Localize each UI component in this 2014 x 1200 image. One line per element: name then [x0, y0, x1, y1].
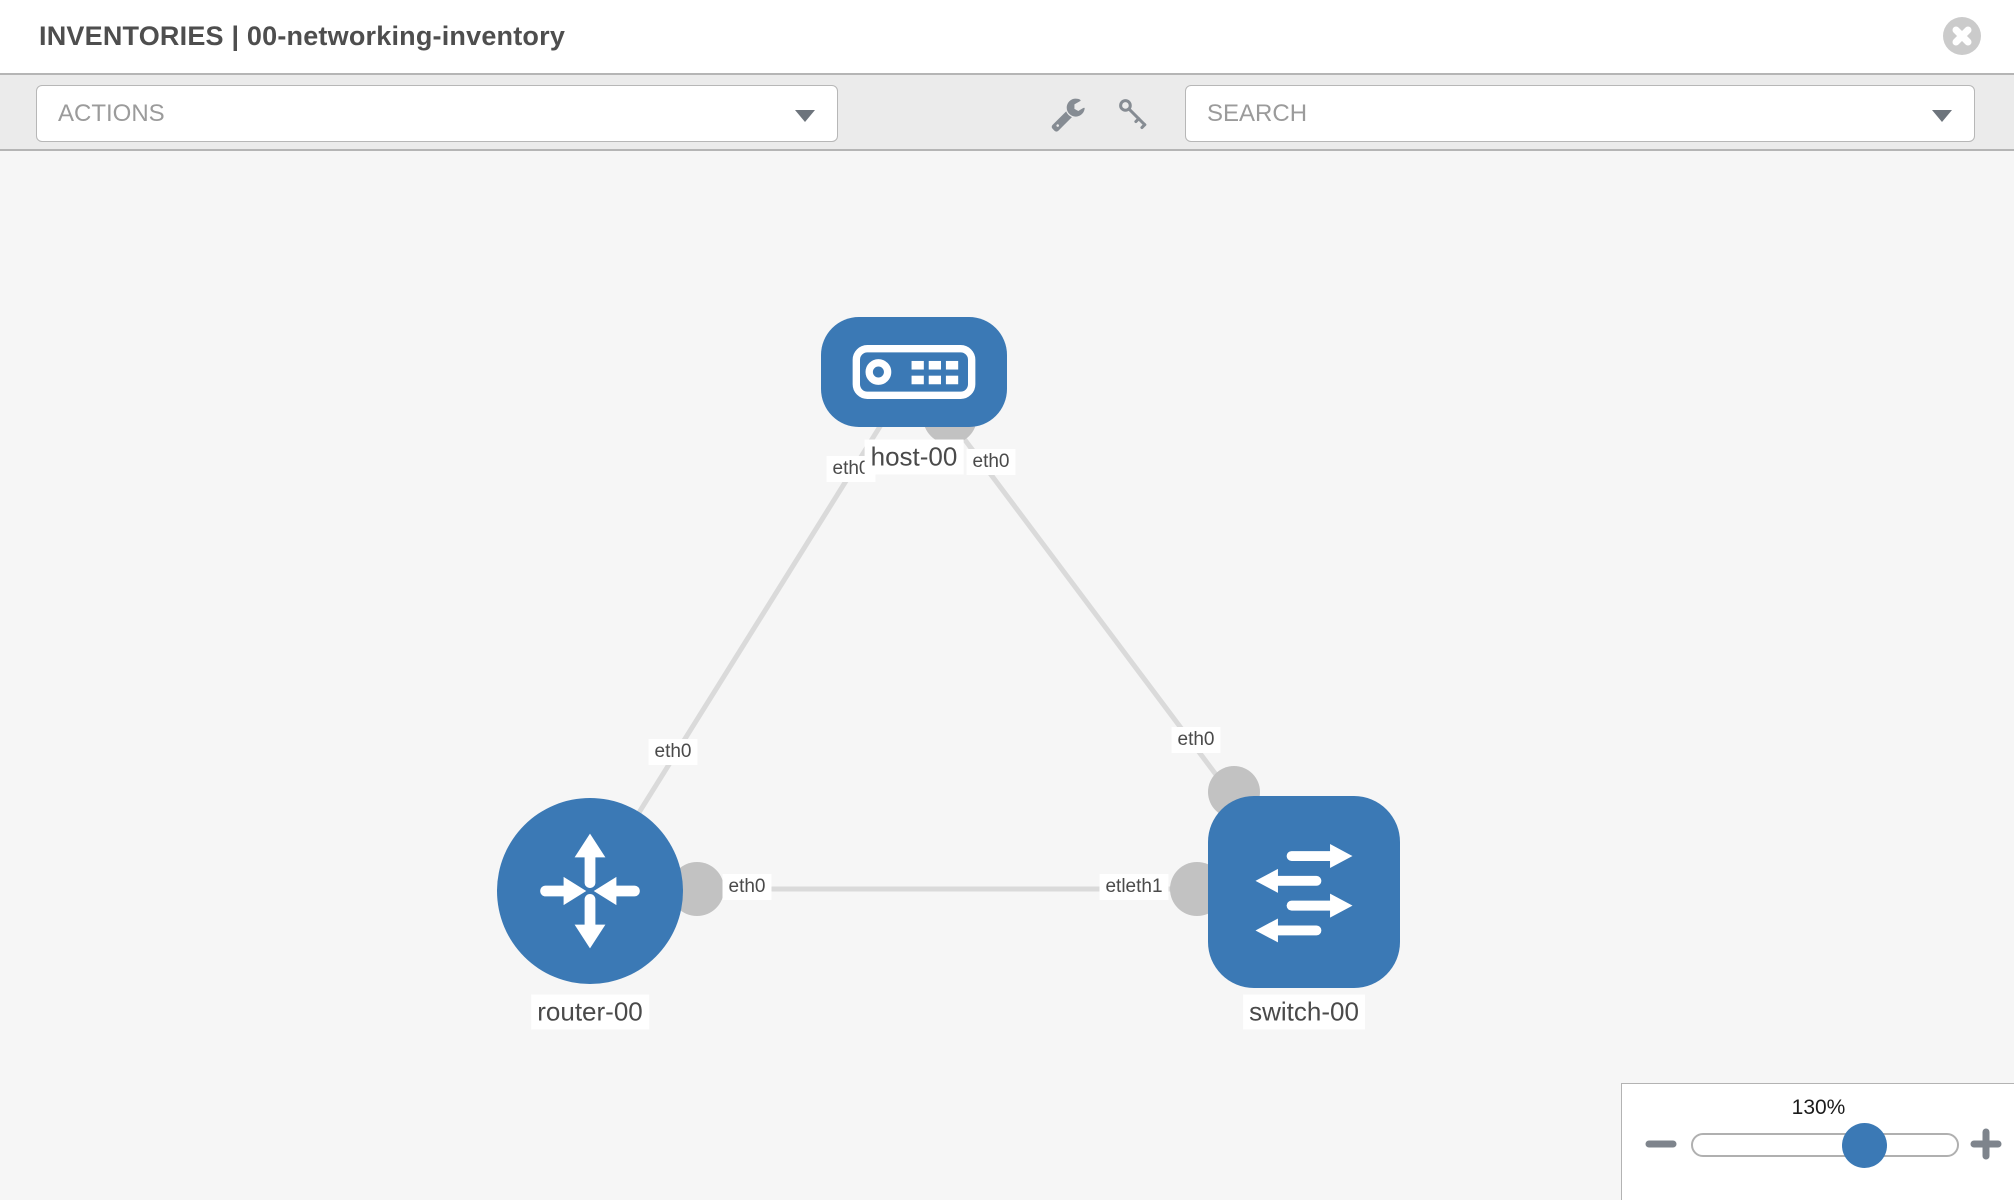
close-button[interactable] — [1943, 17, 1981, 55]
topology-canvas[interactable]: eth0 eth0 eth0 eth0 eth0 etleth1 host-00… — [0, 151, 2014, 1200]
zoom-in-button[interactable] — [1969, 1127, 2003, 1161]
page-title: INVENTORIES | 00-networking-inventory — [39, 21, 566, 51]
search-dropdown-value: SEARCH — [1207, 100, 1308, 127]
zoom-slider-track[interactable] — [1691, 1133, 1959, 1157]
zoom-out-button[interactable] — [1644, 1127, 1678, 1161]
interface-label: eth0 — [966, 449, 1016, 475]
configure-tools-button[interactable] — [1050, 96, 1086, 132]
credentials-button[interactable] — [1116, 96, 1152, 132]
node-label-switch-00[interactable]: switch-00 — [1243, 994, 1365, 1030]
actions-dropdown-value: ACTIONS — [58, 100, 165, 127]
toolbar: ACTIONS SEARCH — [0, 73, 2014, 151]
chevron-down-icon — [1932, 110, 1952, 122]
interface-label: etleth1 — [1099, 874, 1169, 900]
router-icon — [540, 833, 640, 949]
zoom-level-value: 130% — [1791, 1096, 1846, 1119]
minus-icon — [1645, 1140, 1677, 1148]
node-switch-00[interactable] — [1208, 796, 1400, 988]
search-dropdown[interactable]: SEARCH — [1185, 85, 1975, 142]
plus-icon — [1970, 1128, 2002, 1160]
node-label-router-00[interactable]: router-00 — [531, 994, 649, 1030]
host-icon — [852, 345, 976, 399]
chevron-down-icon — [795, 110, 815, 122]
interface-label: eth0 — [648, 739, 698, 765]
actions-dropdown[interactable]: ACTIONS — [36, 85, 838, 142]
interface-label: eth0 — [1171, 727, 1221, 753]
port-router-right[interactable] — [670, 862, 724, 916]
zoom-panel: 130% — [1621, 1083, 2014, 1200]
graph-links-layer — [587, 370, 1306, 916]
wrench-icon — [1051, 98, 1085, 132]
zoom-slider-handle[interactable] — [1842, 1123, 1887, 1168]
key-icon — [1119, 99, 1147, 130]
interface-label: eth0 — [826, 456, 876, 482]
node-label-host-00[interactable]: host-00 — [864, 439, 964, 475]
interface-label: eth0 — [722, 874, 772, 900]
node-router-00[interactable] — [497, 798, 683, 984]
close-icon — [1952, 26, 1972, 46]
switch-icon — [1255, 844, 1353, 943]
node-host-00[interactable] — [821, 317, 1007, 427]
header: INVENTORIES | 00-networking-inventory — [0, 0, 2014, 73]
